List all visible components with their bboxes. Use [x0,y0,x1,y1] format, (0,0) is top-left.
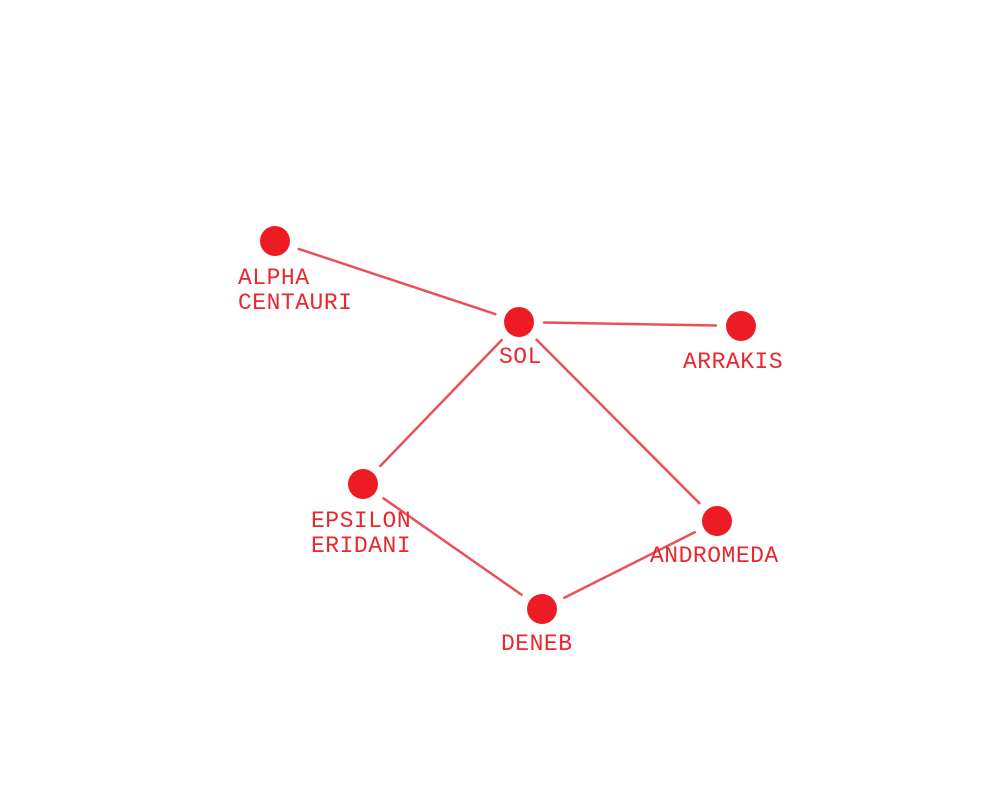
star-label-line: EPSILON [311,508,411,534]
star-node-deneb[interactable] [527,594,557,624]
star-label-andromeda: ANDROMEDA [650,543,779,569]
star-label-deneb: DENEB [501,631,573,657]
star-label-line: ERIDANI [311,533,411,559]
star-node-andromeda[interactable] [702,506,732,536]
star-label-line: ARRAKIS [683,349,783,375]
star-node-arrakis[interactable] [726,311,756,341]
star-label-arrakis: ARRAKIS [683,349,783,375]
star-label-line: SOL [499,344,542,370]
route-sol-andromeda [535,338,701,505]
star-node-epsilon-eridani[interactable] [348,469,378,499]
route-alpha-centauri-sol [297,247,497,316]
route-sol-arrakis [542,321,718,327]
route-epsilon-eridani-deneb [382,497,523,596]
star-label-line: ANDROMEDA [650,543,779,569]
route-sol-epsilon-eridani [379,338,503,468]
star-label-sol: SOL [499,344,542,370]
star-node-sol[interactable] [504,307,534,337]
route-deneb-andromeda [563,530,696,600]
star-label-line: DENEB [501,631,573,657]
nodes-layer [260,226,756,624]
star-label-line: ALPHA [238,265,310,291]
star-node-alpha-centauri[interactable] [260,226,290,256]
star-label-line: CENTAURI [238,290,352,316]
routes-layer [297,247,718,600]
